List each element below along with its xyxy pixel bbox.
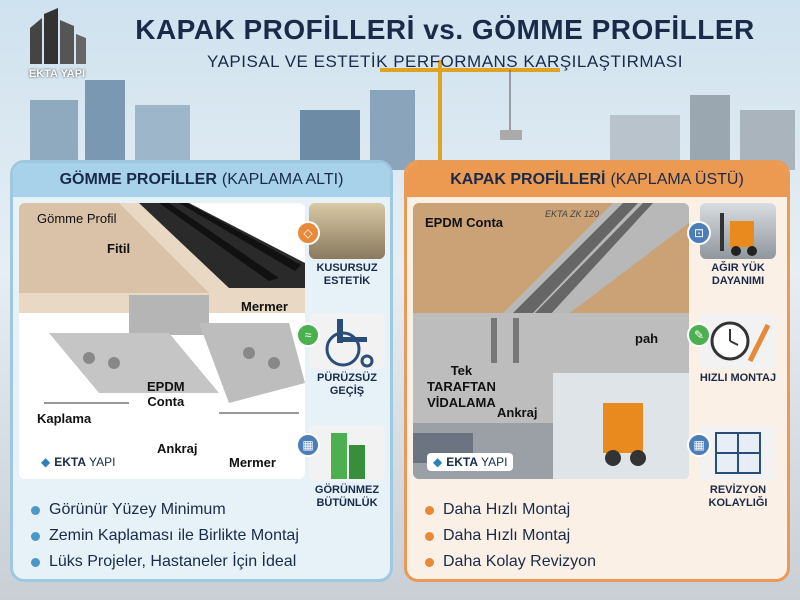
logo-text: EKTA YAPI xyxy=(28,68,86,80)
forklift-image xyxy=(700,203,776,259)
right-header-rest: (KAPLAMA ÜSTÜ) xyxy=(610,171,744,188)
floorplan-image xyxy=(700,425,776,481)
right-header-bold: KAPAK PROFİLLERİ xyxy=(450,171,606,188)
feature-caption: GÖRÜNMEZ BÜTÜNLÜK xyxy=(314,484,380,509)
feature-caption: HIZLI MONTAJ xyxy=(699,372,777,384)
label-engraving: EKTA ZK 120 xyxy=(545,209,600,219)
ekta-logo-icon: ◆ xyxy=(433,455,443,469)
right-panel-header: KAPAK PROFİLLERİ (KAPLAMA ÜSTÜ) xyxy=(407,163,787,197)
feature-hizli-montaj: HIZLI MONTAJ ✎ xyxy=(687,313,779,385)
ekta-logo-icon: ◆ xyxy=(41,455,51,469)
blueprint-icon: ▦ xyxy=(687,433,711,457)
label-tek-taraftan-vidalama: Tek TARAFTAN VİDALAMA xyxy=(427,363,496,410)
label-mermer-top: Mermer xyxy=(241,299,288,314)
list-item: Daha Hızlı Montaj xyxy=(425,523,596,549)
clock-icon xyxy=(710,321,771,363)
gomme-profile-illustration: Gömme Profil Fitil Mermer EPDM Conta Kap… xyxy=(19,203,305,479)
feature-puruzsuz-gecis: PÜRÜZSÜZ GEÇİŞ ≈ xyxy=(296,313,388,398)
ekta-yapi-logo: EKTA YAPI xyxy=(22,8,92,80)
feature-caption: KUSURSUZ ESTETİK xyxy=(316,262,378,287)
left-brand-badge: ◆ EKTA YAPI xyxy=(35,453,122,471)
list-item: Daha Hızlı Montaj xyxy=(425,497,596,523)
feature-agir-yuk-dayanimi: AĞIR YÜK DAYANIMI ⊡ xyxy=(687,203,779,288)
left-header-bold: GÖMME PROFİLLER xyxy=(59,171,217,188)
page-title: KAPAK PROFİLLERİ vs. GÖMME PROFİLLER xyxy=(135,14,755,45)
page-subtitle: YAPISAL VE ESTETİK PERFORMANS KARŞILAŞTI… xyxy=(207,52,683,71)
building-icon xyxy=(331,433,365,479)
kapak-profile-illustration: EPDM Conta EKTA ZK 120 pah Tek TARAFTAN … xyxy=(413,203,689,479)
kapak-profilleri-panel: KAPAK PROFİLLERİ (KAPLAMA ÜSTÜ) EPDM Con… xyxy=(404,160,790,582)
brand-bold: EKTA xyxy=(54,455,87,469)
building-image xyxy=(309,425,385,481)
wave-icon: ≈ xyxy=(296,323,320,347)
wheelchair-image xyxy=(309,313,385,369)
gomme-profile-drawing xyxy=(19,203,305,414)
label-kaplama: Kaplama xyxy=(37,411,92,426)
brand-rest: YAPI xyxy=(89,455,116,469)
label-fitil: Fitil xyxy=(107,241,131,256)
feature-gorunmez-butunluk: GÖRÜNMEZ BÜTÜNLÜK ▦ xyxy=(296,425,388,510)
left-panel-header: GÖMME PROFİLLER (KAPLAMA ALTI) xyxy=(13,163,390,197)
gomme-profiller-panel: GÖMME PROFİLLER (KAPLAMA ALTI) Gömme Pro… xyxy=(10,160,393,582)
label-pah: pah xyxy=(635,331,659,346)
diamond-icon: ◇ xyxy=(296,221,320,245)
blueprint-icon: ▦ xyxy=(296,433,320,457)
label-mermer-bottom: Mermer xyxy=(229,455,276,470)
label-ankraj: Ankraj xyxy=(157,441,198,456)
list-item: Daha Kolay Revizyon xyxy=(425,549,596,575)
label-epdm-conta: EPDM Conta xyxy=(425,215,503,230)
left-header-rest: (KAPLAMA ALTI) xyxy=(221,171,344,188)
feature-caption: PÜRÜZSÜZ GEÇİŞ xyxy=(317,372,377,397)
tools-icon: ✎ xyxy=(687,323,711,347)
floorplan-icon xyxy=(715,432,761,474)
feature-kusursuz-estetik: KUSURSUZ ESTETİK ◇ xyxy=(296,203,388,288)
label-ankraj: Ankraj xyxy=(497,405,538,420)
list-item: Zemin Kaplaması ile Birlikte Montaj xyxy=(31,523,299,549)
brand-rest: YAPI xyxy=(481,455,508,469)
list-item: Lüks Projeler, Hastaneler İçin İdeal xyxy=(31,549,299,575)
brand-bold: EKTA xyxy=(446,455,479,469)
feature-caption: REVİZYON KOLAYLIĞI xyxy=(708,484,768,509)
label-epdm-conta: EPDM Conta xyxy=(147,379,185,409)
wheelchair-icon xyxy=(325,319,374,368)
list-item: Görünür Yüzey Minimum xyxy=(31,497,299,523)
city-skyline-background xyxy=(30,60,795,170)
forklift-icon xyxy=(720,213,757,256)
label-gomme-profil: Gömme Profil xyxy=(37,211,117,226)
right-brand-badge: ◆ EKTA YAPI xyxy=(427,453,514,471)
clock-wrench-image xyxy=(700,313,776,369)
left-bullet-list: Görünür Yüzey Minimum Zemin Kaplaması il… xyxy=(31,497,299,575)
mall-interior-image xyxy=(309,203,385,259)
weight-icon: ⊡ xyxy=(687,221,711,245)
feature-caption: AĞIR YÜK DAYANIMI xyxy=(711,262,765,287)
right-bullet-list: Daha Hızlı Montaj Daha Hızlı Montaj Daha… xyxy=(425,497,596,575)
feature-revizyon-kolayligi: REVİZYON KOLAYLIĞI ▦ xyxy=(687,425,779,510)
